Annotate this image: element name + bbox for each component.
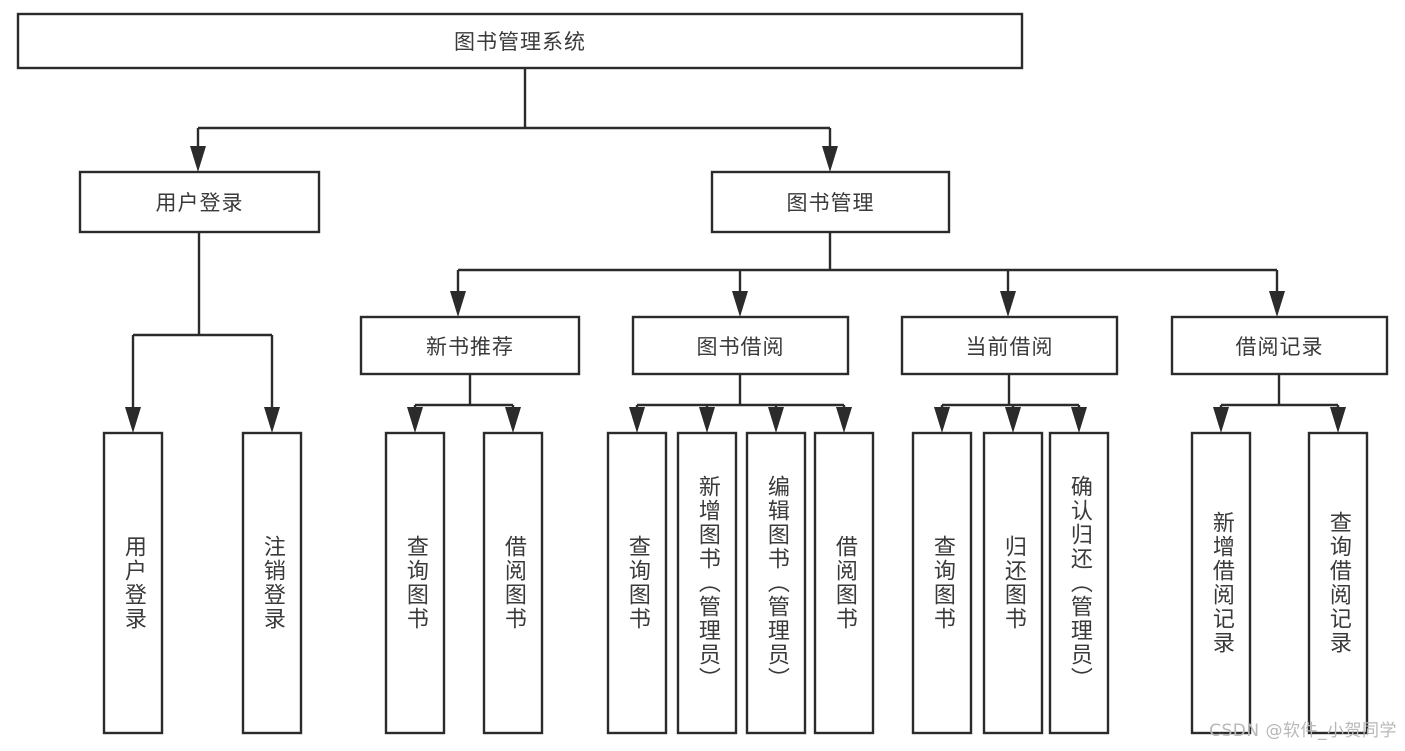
connector-group-current-borrow bbox=[934, 374, 1087, 433]
node-box-new-book-rec[interactable] bbox=[359, 315, 581, 376]
arrow-head-icon bbox=[450, 291, 466, 317]
connector-group-root bbox=[190, 68, 838, 172]
arrow-head-icon bbox=[1213, 407, 1229, 433]
node-box-leaf-return-book[interactable] bbox=[982, 431, 1044, 735]
node-box-book-manage[interactable] bbox=[710, 170, 951, 234]
node-box-leaf-edit-book-admin[interactable] bbox=[745, 431, 807, 735]
arrow-head-icon bbox=[125, 407, 141, 433]
arrow-head-icon bbox=[1330, 407, 1346, 433]
node-box-leaf-borrow-book-2[interactable] bbox=[813, 431, 875, 735]
node-box-leaf-query-book-1[interactable] bbox=[384, 431, 446, 735]
arrow-head-icon bbox=[1071, 407, 1087, 433]
node-box-current-borrow[interactable] bbox=[900, 315, 1119, 376]
connector-group-borrow-record bbox=[1213, 374, 1346, 433]
arrow-head-icon bbox=[732, 291, 748, 317]
arrow-head-icon bbox=[407, 407, 423, 433]
arrow-head-icon bbox=[629, 407, 645, 433]
arrow-head-icon bbox=[768, 407, 784, 433]
connector-group-user-login bbox=[125, 232, 280, 433]
arrow-head-icon bbox=[934, 407, 950, 433]
node-box-leaf-confirm-return-admin[interactable] bbox=[1048, 431, 1110, 735]
arrow-head-icon bbox=[1000, 291, 1016, 317]
node-box-borrow-record[interactable] bbox=[1170, 315, 1389, 376]
node-box-leaf-user-login[interactable] bbox=[102, 431, 164, 735]
node-box-leaf-borrow-book-1[interactable] bbox=[482, 431, 544, 735]
node-box-leaf-query-book-2[interactable] bbox=[606, 431, 668, 735]
node-box-leaf-query-record[interactable] bbox=[1307, 431, 1369, 735]
node-box-leaf-query-book-3[interactable] bbox=[911, 431, 973, 735]
csdn-watermark: CSDN @软件_小贺同学 bbox=[1209, 721, 1397, 741]
node-box-leaf-add-record[interactable] bbox=[1190, 431, 1252, 735]
node-box-leaf-logout[interactable] bbox=[241, 431, 303, 735]
arrow-head-icon bbox=[822, 146, 838, 172]
connector-group-book-manage bbox=[450, 232, 1285, 317]
arrow-head-icon bbox=[264, 407, 280, 433]
arrow-head-icon bbox=[1269, 291, 1285, 317]
connector-group-book-borrow bbox=[629, 374, 852, 433]
connector-layer bbox=[125, 68, 1346, 433]
node-box-root[interactable] bbox=[16, 12, 1024, 70]
node-box-layer bbox=[16, 12, 1389, 735]
arrow-head-icon bbox=[836, 407, 852, 433]
arrow-head-icon bbox=[1005, 407, 1021, 433]
arrow-head-icon bbox=[699, 407, 715, 433]
node-box-leaf-add-book-admin[interactable] bbox=[676, 431, 738, 735]
connector-group-new-book-rec bbox=[407, 374, 521, 433]
arrow-head-icon bbox=[505, 407, 521, 433]
arrow-head-icon bbox=[190, 146, 206, 172]
node-box-user-login[interactable] bbox=[78, 170, 321, 234]
node-box-book-borrow[interactable] bbox=[631, 315, 850, 376]
